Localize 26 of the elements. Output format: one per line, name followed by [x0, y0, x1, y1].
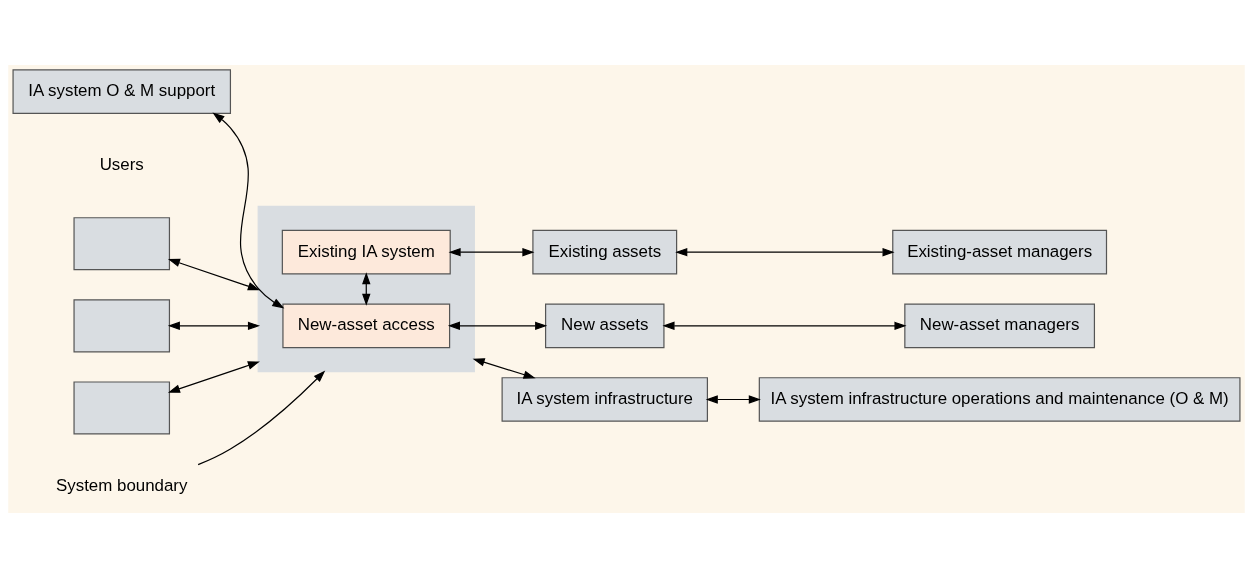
node-text: System boundary: [56, 475, 188, 495]
cluster: [257, 205, 475, 372]
node-box: New assets: [545, 303, 665, 348]
node-box: [73, 298, 171, 352]
arrow: [167, 258, 260, 290]
arrow: [662, 321, 907, 330]
node-box: [73, 380, 171, 434]
node-box: IA system infrastructure: [501, 376, 708, 422]
arrow: [472, 357, 536, 379]
arrow: [675, 247, 895, 256]
arrow: [167, 321, 261, 330]
node-box: Existing assets: [532, 229, 678, 274]
label: Users: [99, 154, 144, 174]
node-box: IA system O & M support: [12, 68, 232, 114]
node-box: Existing IA system: [281, 229, 451, 274]
arrow: [197, 369, 326, 465]
node-box: New-asset managers: [904, 303, 1096, 348]
arrow: [448, 247, 535, 256]
node-box: New-asset access: [282, 303, 451, 348]
arrow: [212, 112, 285, 308]
arrow: [705, 394, 761, 404]
node-box: IA system infrastructure operations and maintenance (O & M): [758, 376, 1241, 422]
arrow: [167, 360, 260, 393]
node-box: [73, 216, 171, 270]
node-box: Existing-asset managers: [892, 229, 1108, 274]
arrow: [447, 321, 548, 330]
